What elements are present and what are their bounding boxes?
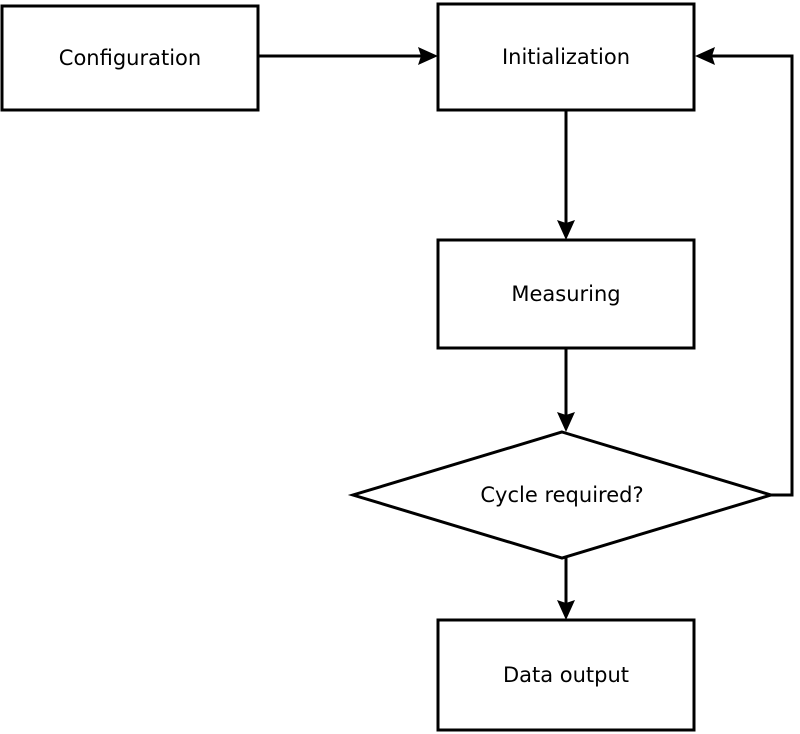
- arrowhead-down-icon: [557, 600, 575, 620]
- node-configuration[interactable]: [0, 4, 260, 112]
- node-data-output[interactable]: [436, 618, 696, 732]
- node-cycle-required[interactable]: [347, 430, 777, 560]
- edge-initialization-to-measuring: [557, 110, 575, 240]
- edge-polyline: [705, 54, 794, 497]
- edge-measuring-to-cycle-required: [557, 348, 575, 432]
- arrowhead-down-icon: [557, 220, 575, 240]
- edge-cycle-required-to-data-output: [557, 558, 575, 620]
- node-initialization[interactable]: [436, 2, 696, 112]
- arrowhead-right-icon: [418, 47, 438, 65]
- edge-cycle-required-to-initialization-feedback: [695, 47, 794, 497]
- arrowhead-down-icon: [557, 412, 575, 432]
- edge-configuration-to-initialization: [258, 47, 438, 65]
- arrowhead-left-icon: [695, 47, 715, 65]
- node-measuring[interactable]: [436, 238, 696, 350]
